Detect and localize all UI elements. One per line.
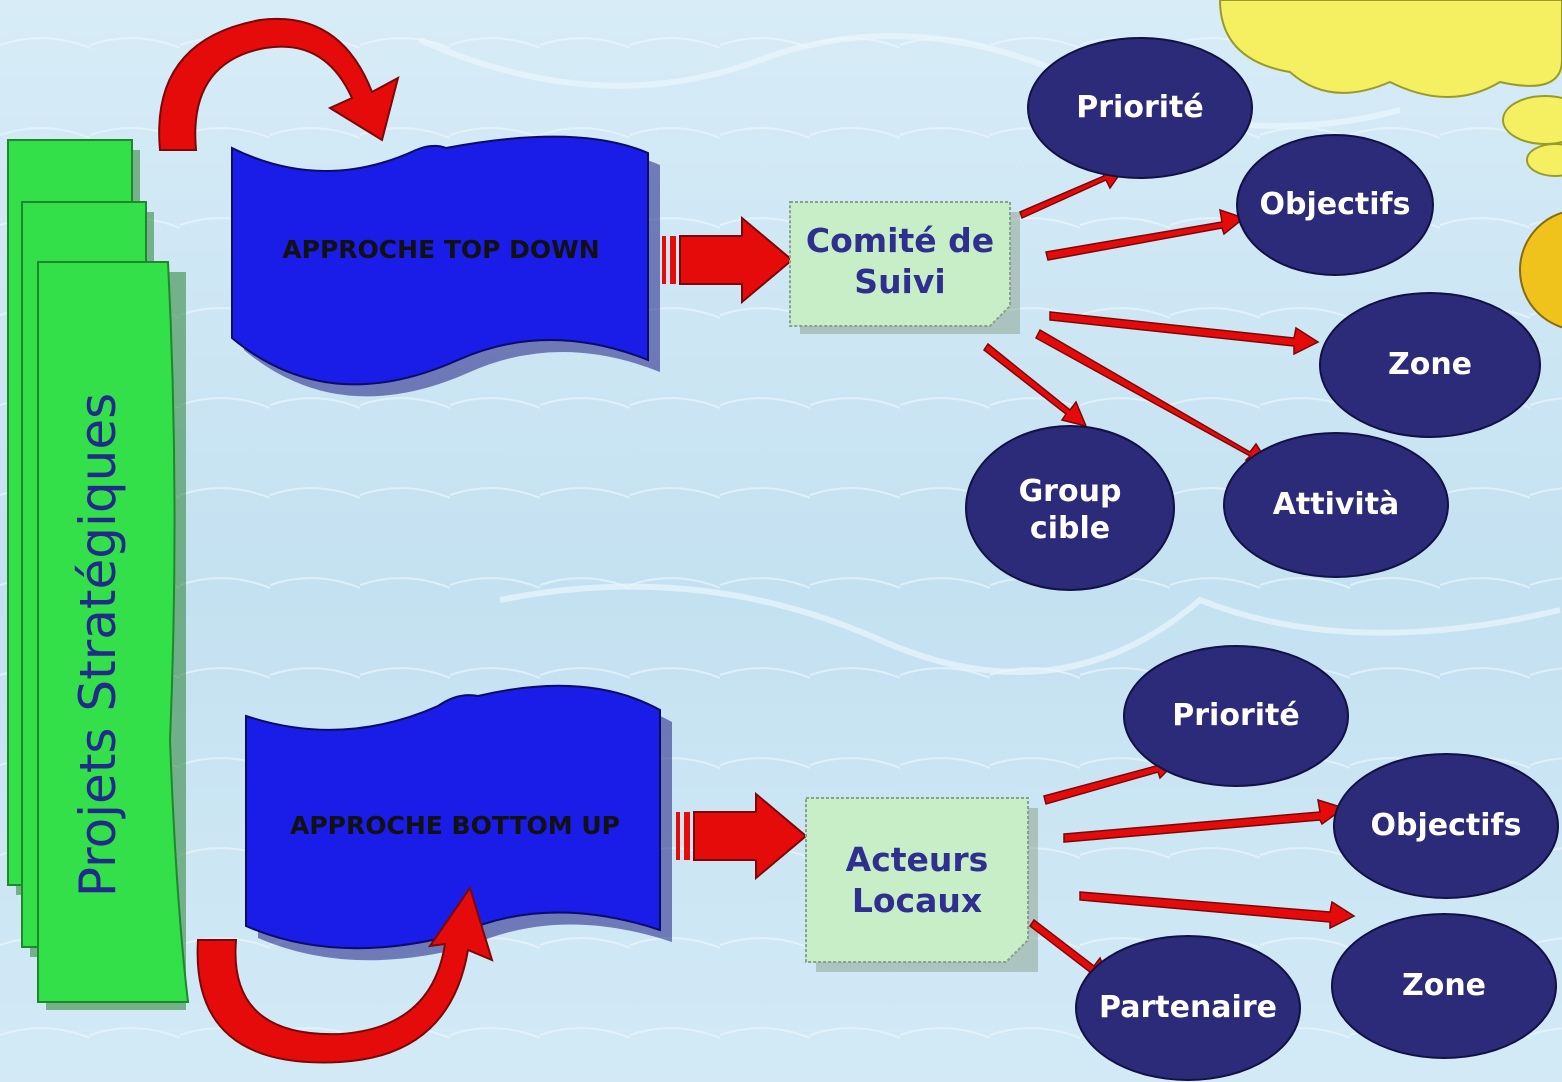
partenaire-bottom-label: Partenaire (1099, 990, 1277, 1026)
attivite-top-label: Attività (1272, 487, 1400, 523)
node-ellipses (965, 37, 1559, 1081)
zone-bottom-label: Zone (1401, 968, 1487, 1004)
arrow-to-acteurs (676, 791, 808, 881)
objectifs-bottom-label: Objectifs (1370, 808, 1522, 844)
map-outline (499, 583, 1561, 675)
arrow-comite-group (982, 342, 1088, 428)
ellipse-zone-bottom (1331, 913, 1557, 1059)
priorite-bottom-label: Priorité (1172, 698, 1300, 734)
approche-top-down-label: APPROCHE TOP DOWN (282, 235, 600, 265)
group-cible-top-label: Group cible (1018, 473, 1122, 547)
arrow-acteurs-objectifs (1063, 798, 1346, 843)
ellipse-priorite-top (1027, 37, 1253, 179)
ellipse-objectifs-top (1236, 134, 1434, 276)
box-comite (789, 201, 1020, 334)
curved-arrow-top (158, 18, 400, 151)
arrow-acteurs-zone (1079, 891, 1356, 930)
banner-top-down (231, 135, 660, 397)
ellipse-attivite-top (1223, 432, 1449, 578)
project-stack (7, 139, 190, 1010)
cloud-shape (1218, 0, 1562, 329)
ellipse-group-top (965, 425, 1175, 591)
box-acteurs (805, 797, 1038, 972)
arrow-comite-zone (1049, 311, 1320, 356)
ellipse-partenaire-bottom (1075, 935, 1301, 1081)
approche-bottom-up-label: APPROCHE BOTTOM UP (290, 811, 620, 841)
projets-strategiques-title: Projets Stratégiques (69, 392, 127, 898)
ellipse-zone-top (1319, 292, 1541, 438)
arrow-comite-objectifs (1045, 208, 1246, 261)
priorite-top-label: Priorité (1076, 90, 1204, 126)
objectifs-top-label: Objectifs (1259, 187, 1411, 223)
curved-arrow-bottom (196, 885, 494, 1064)
banner-bottom-up (245, 684, 672, 961)
comite-de-suivi-label: Comité de Suivi (805, 220, 995, 301)
connector-arrows (982, 165, 1356, 983)
ellipse-priorite-bottom (1123, 645, 1349, 787)
acteurs-locaux-label: Acteurs Locaux (845, 839, 989, 920)
zone-top-label: Zone (1387, 347, 1473, 383)
ellipse-objectifs-bottom (1333, 753, 1559, 899)
arrow-to-comite (662, 215, 794, 305)
